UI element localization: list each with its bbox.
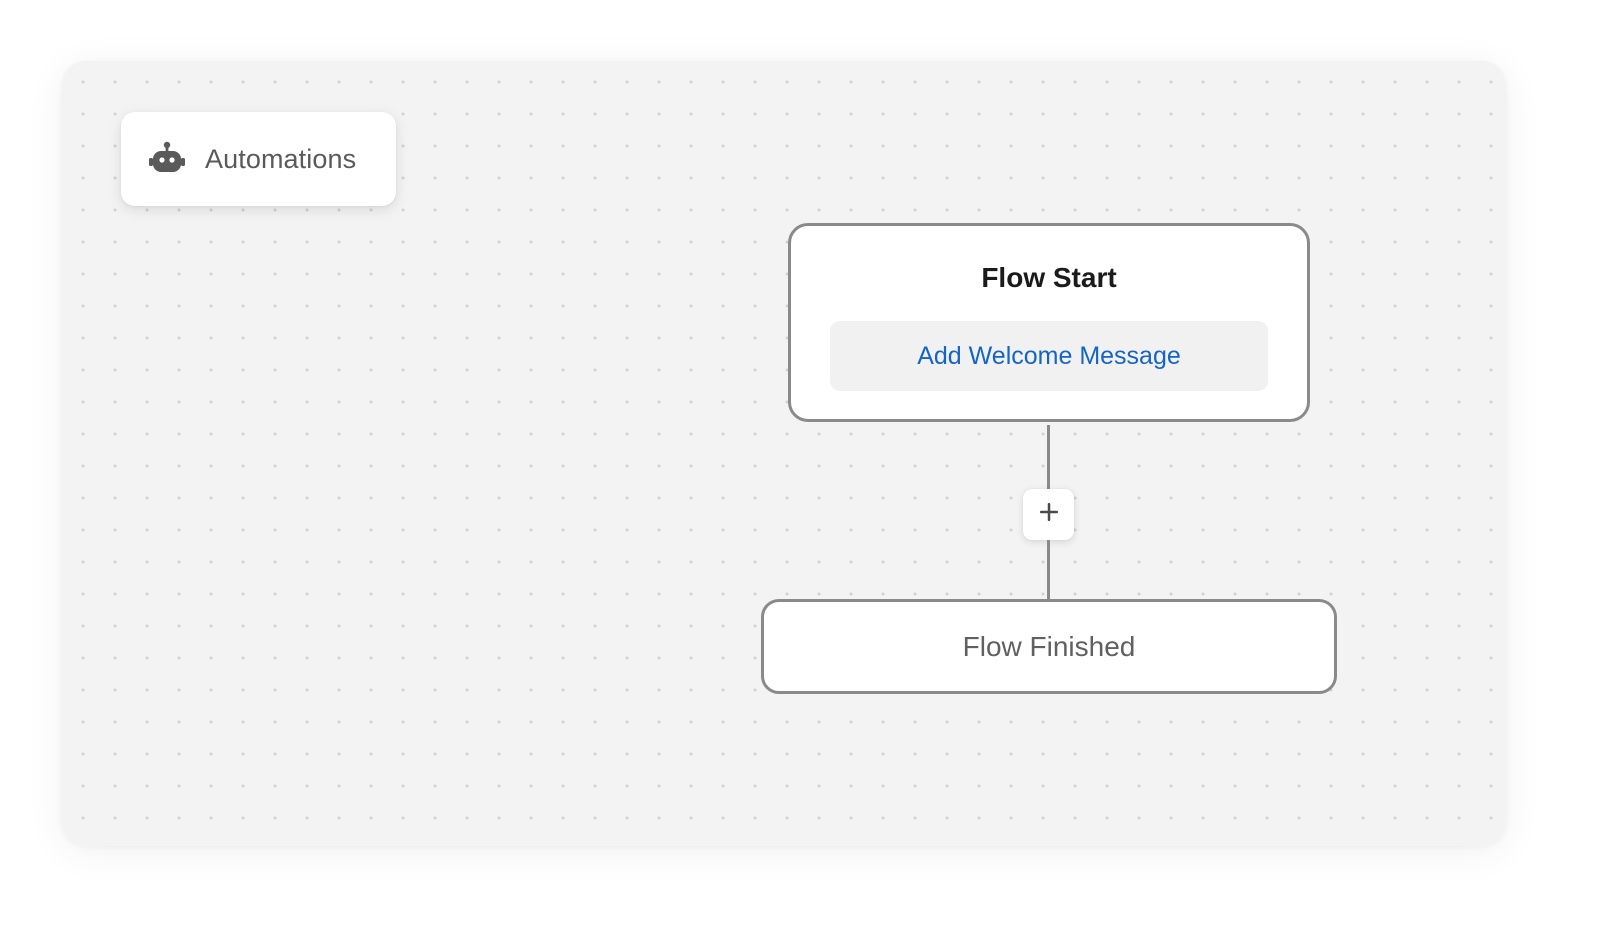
connector-line-top bbox=[1047, 425, 1050, 491]
flow-start-node[interactable]: Flow Start Add Welcome Message bbox=[788, 223, 1310, 422]
flow-finished-node[interactable]: Flow Finished bbox=[761, 599, 1337, 694]
connector-line-bottom bbox=[1047, 540, 1050, 600]
flow-canvas[interactable]: Automations Flow Start Add Welcome Messa… bbox=[62, 61, 1506, 846]
automations-label: Automations bbox=[205, 143, 357, 174]
robot-icon bbox=[147, 139, 187, 179]
add-welcome-message-button[interactable]: Add Welcome Message bbox=[830, 321, 1268, 391]
flow-finished-label: Flow Finished bbox=[962, 630, 1136, 662]
automations-button[interactable]: Automations bbox=[121, 112, 396, 206]
add-step-button[interactable] bbox=[1023, 489, 1074, 540]
flow-start-title: Flow Start bbox=[981, 262, 1117, 293]
plus-icon bbox=[1039, 502, 1059, 527]
